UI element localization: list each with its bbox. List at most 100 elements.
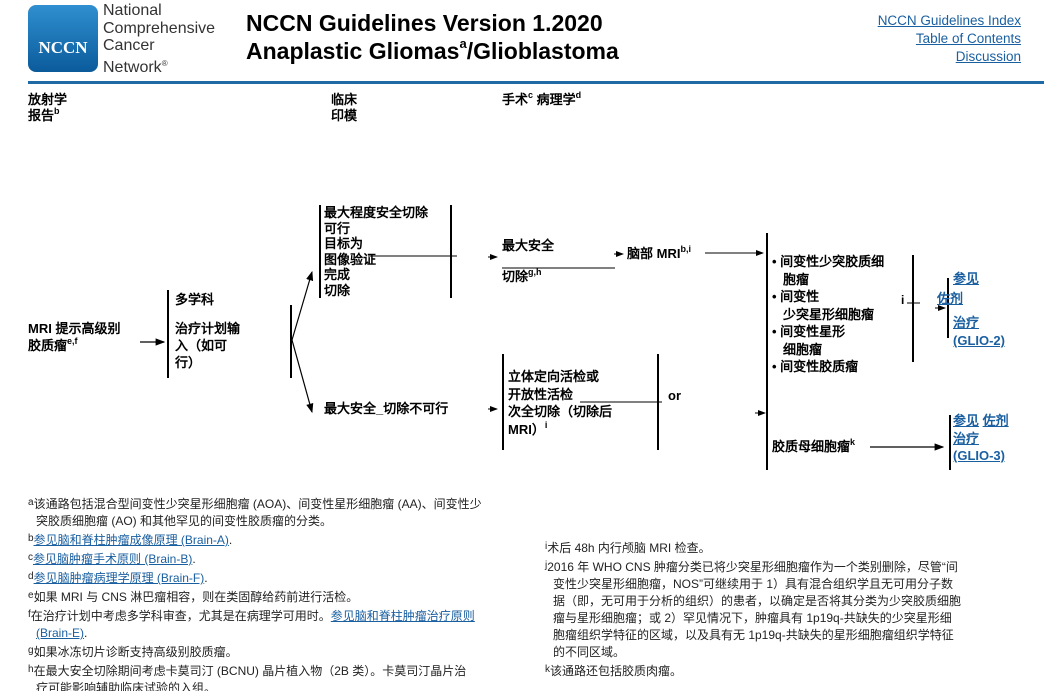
- flow-text: 次全切除（切除后: [508, 404, 613, 419]
- footnote: 突胶质细胞瘤 (AO) 和其他罕见的间变性胶质瘤的分类。: [28, 513, 482, 530]
- footnote-text: .: [84, 626, 88, 640]
- footnote-text: 据（即，无可用于分析的组织）的患者，以确定是否将其分类为少突胶质细胞: [553, 594, 962, 608]
- footnote: k该通路还包括胶质肉瘤。: [545, 661, 961, 680]
- flow-text: 切除: [324, 282, 351, 298]
- glio3-link[interactable]: 参见 佐剂 治疗 (GLIO-3): [953, 412, 1009, 465]
- footnote-text: 瘤与星形细胞瘤；或 2）罕见情况下，肿瘤具有 1p19q-共缺失的少突星形细: [553, 611, 952, 625]
- footnote-link[interactable]: (Brain-E): [36, 626, 85, 640]
- footnote-key: e: [28, 590, 34, 601]
- footnote-text: 该通路还包括胶质肉瘤。: [550, 664, 683, 678]
- footnote: d参见脑肿瘤病理学原理 (Brain-F).: [28, 568, 482, 587]
- footnote-text: .: [228, 533, 233, 547]
- link-text[interactable]: 治疗: [953, 430, 980, 446]
- diagnosis-item: 间变性星形: [780, 324, 846, 339]
- footnote-ref: e,f: [67, 336, 78, 346]
- header-links: NCCN Guidelines Index Table of Contents …: [878, 12, 1021, 66]
- footnote-ref: g,h: [528, 267, 542, 277]
- footnote: 的不同区域。: [545, 644, 961, 661]
- footnote: g如果冰冻切片诊断支持高级别胶质瘤。: [28, 642, 482, 661]
- logo-text: NCCN: [38, 38, 88, 57]
- header-text: 手术: [502, 92, 529, 107]
- link-text[interactable]: 治疗: [953, 315, 980, 330]
- guidelines-index-link[interactable]: NCCN Guidelines Index: [877, 13, 1021, 28]
- footnote-ref: b,i: [680, 244, 691, 254]
- footnote-link[interactable]: 参见脑和脊柱肿瘤成像原理 (Brain-A): [33, 533, 229, 547]
- flow-text: 行）: [175, 355, 202, 370]
- footnote-key: j: [545, 560, 548, 571]
- footnote: 据（即，无可用于分析的组织）的患者，以确定是否将其分类为少突胶质细胞: [545, 593, 961, 610]
- footnote-text: 在治疗计划中考虑多学科审查，尤其是在病理学可用时。: [30, 609, 331, 623]
- flow-text: 图像验证: [324, 251, 377, 267]
- flow-text: 完成: [324, 267, 351, 282]
- footnote-link[interactable]: 参见脑肿瘤病理学原理 (Brain-F): [33, 571, 205, 585]
- column-header-radiology: 放射学 报告b: [28, 92, 67, 124]
- header-text: 放射学: [28, 92, 68, 107]
- footnote-text: 胞瘤组织学特征的区域，以及具有无 1p19q-共缺失的星形细胞瘤组织学特征: [553, 628, 954, 642]
- footnote-key: b: [28, 533, 34, 544]
- nccn-logo: NCCN: [28, 5, 98, 72]
- header-text: 报告: [28, 108, 55, 123]
- footnote: 胞瘤组织学特征的区域，以及具有无 1p19q-共缺失的星形细胞瘤组织学特征: [545, 627, 961, 644]
- org-line: Network: [103, 58, 162, 76]
- discussion-link[interactable]: Discussion: [955, 49, 1021, 64]
- footnote-link[interactable]: 参见脑肿瘤手术原则 (Brain-B): [33, 552, 193, 566]
- footnote-ref: i: [544, 419, 548, 430]
- footnote-text: 术后 48h 内行颅脑 MRI 检查。: [547, 541, 711, 555]
- title-line: Anaplastic Gliomas: [246, 38, 460, 64]
- diagnosis-item: 细胞瘤: [783, 341, 823, 357]
- footnote-text: 突胶质细胞瘤 (AO) 和其他罕见的间变性胶质瘤的分类。: [36, 514, 333, 528]
- flow-text: 入（如可: [175, 338, 228, 353]
- link-text[interactable]: (GLIO-3): [953, 448, 1005, 463]
- title-line: NCCN Guidelines Version 1.2020: [246, 10, 603, 36]
- footnote: f在治疗计划中考虑多学科审查，尤其是在病理学可用时。参见脑和脊柱肿瘤治疗原则: [28, 606, 482, 625]
- footnote-text: .: [192, 552, 196, 566]
- footnote-key: f: [28, 609, 31, 620]
- link-text[interactable]: 参见: [953, 413, 980, 428]
- resection-feasible-node: 最大程度安全切除 可行 目标为 图像验证 完成 切除: [324, 205, 428, 298]
- footnote-key: c: [28, 552, 33, 563]
- resection-not-feasible-node: 最大安全_切除不可行: [324, 401, 449, 416]
- footnote-ref: a: [459, 36, 467, 51]
- flow-text: 多学科: [175, 292, 215, 307]
- flow-text: 开放性活检: [508, 386, 574, 402]
- footnote-link[interactable]: 参见脑和脊柱肿瘤治疗原则: [330, 609, 475, 623]
- footnotes-left: a该通路包括混合型间变性少突星形细胞瘤 (AOA)、间变性星形细胞瘤 (AA)、…: [28, 494, 482, 691]
- footnote-key: k: [545, 664, 550, 675]
- diagnosis-list: • 间变性少突胶质细 胞瘤 • 间变性 少突星形细胞瘤 • 间变性星形 细胞瘤 …: [772, 254, 885, 374]
- resection-label: 切除g,h: [502, 268, 542, 285]
- header-text: 病理学: [536, 92, 576, 107]
- glio2-link[interactable]: 参见 佐剂 治疗 (GLIO-2): [937, 269, 1005, 348]
- footnote: a该通路包括混合型间变性少突星形细胞瘤 (AOA)、间变性星形细胞瘤 (AA)、…: [28, 494, 482, 513]
- table-of-contents-link[interactable]: Table of Contents: [915, 31, 1021, 46]
- page-title: NCCN Guidelines Version 1.2020 Anaplasti…: [246, 9, 619, 65]
- diagnosis-item: 间变性少突胶质细: [780, 254, 885, 269]
- footnote: 瘤与星形细胞瘤；或 2）罕见情况下，肿瘤具有 1p19q-共缺失的少突星形细: [545, 610, 961, 627]
- or-label: or: [668, 388, 681, 403]
- footnote-text: 该通路包括混合型间变性少突星形细胞瘤 (AOA)、间变性星形细胞瘤 (AA)、间…: [33, 497, 482, 511]
- footnote-ref: c: [528, 90, 534, 100]
- diagnosis-item: 少突星形细胞瘤: [783, 306, 875, 322]
- footnote-text: .: [204, 571, 208, 585]
- link-text[interactable]: 参见: [953, 271, 980, 286]
- flow-text: MRI 提示高级别: [28, 321, 121, 336]
- footnote-key: h: [28, 664, 34, 675]
- diagnosis-item: 间变性: [780, 289, 820, 304]
- flow-text: 胶质母细胞瘤: [772, 439, 851, 454]
- flow-text: 目标为: [324, 236, 364, 251]
- flow-text: 最大程度安全切除: [324, 205, 429, 220]
- footnote-ref: k: [850, 437, 856, 447]
- mdt-node: 多学科 治疗计划输 入（如可 行）: [175, 291, 240, 371]
- link-text[interactable]: 佐剂: [937, 291, 964, 306]
- footnote-text: 如果冰冻切片诊断支持高级别胶质瘤。: [33, 645, 238, 659]
- header-text: 临床: [331, 92, 358, 107]
- footnote-key: a: [28, 497, 34, 508]
- diagnosis-item: 间变性胶质瘤: [780, 359, 859, 374]
- header-rule: [28, 81, 1044, 84]
- link-text[interactable]: (GLIO-2): [953, 333, 1005, 348]
- footnote-text: 疗可能影响辅助临床试验的入组。: [36, 681, 217, 691]
- footnote-ref: i: [901, 293, 905, 307]
- link-text[interactable]: 佐剂: [982, 413, 1009, 428]
- flow-text: 治疗计划输: [175, 321, 241, 336]
